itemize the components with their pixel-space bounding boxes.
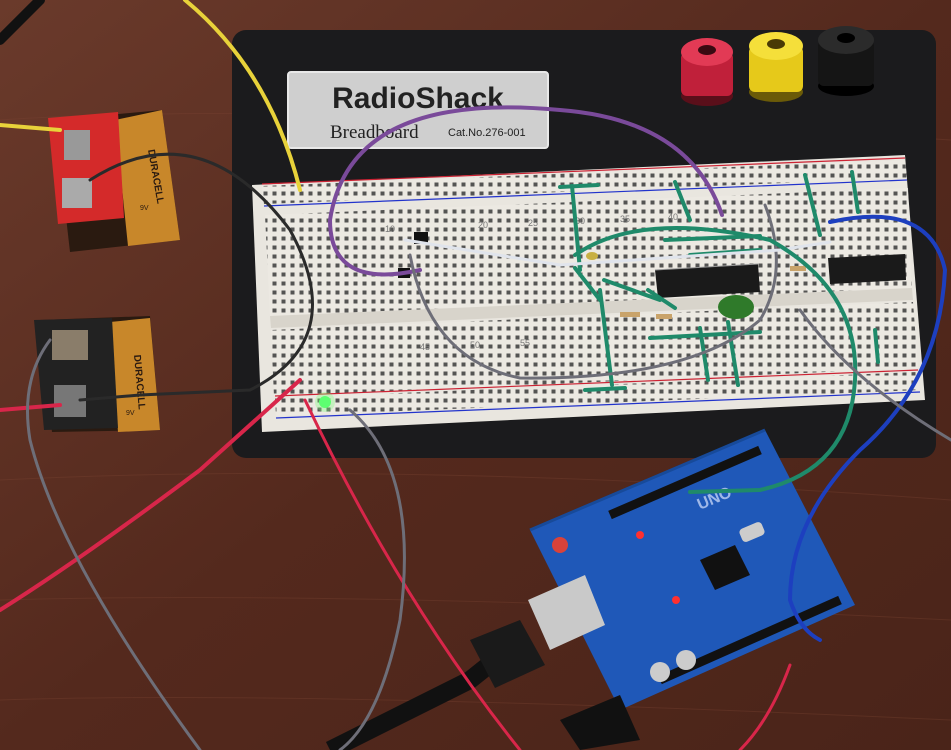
ic-chip-icon <box>828 254 906 284</box>
resistor <box>620 312 640 317</box>
gray-wire-right <box>798 308 951 442</box>
binding-post-icon <box>818 26 874 96</box>
binding-post-icon <box>749 32 803 102</box>
battery-bottom: DURACELL 9V <box>34 316 160 432</box>
green-capacitor <box>718 295 754 319</box>
row-number: 50 <box>470 340 480 350</box>
row-number: 10 <box>385 224 395 234</box>
yellow-capacitor <box>586 252 598 260</box>
gray-wire <box>408 203 778 380</box>
breadboard <box>252 155 925 432</box>
ic-chip-icon <box>700 545 750 590</box>
row-number: 45 <box>420 342 430 352</box>
red-wire-right <box>738 663 792 750</box>
resistor <box>790 266 806 271</box>
led-icon <box>319 396 331 408</box>
gray-wire-arduino <box>338 408 406 750</box>
row-number: 25 <box>528 218 538 228</box>
black-cable-top <box>0 0 45 45</box>
brand-label-plate: RadioShack Breadboard Cat.No.276-001 <box>287 71 549 149</box>
red-wire-arduino <box>303 398 522 750</box>
red-wire <box>0 378 302 612</box>
battery-voltage: 9V <box>126 410 135 417</box>
row-number: 35 <box>620 214 630 224</box>
battery-top: DURACELL 9V <box>48 110 180 252</box>
binding-posts <box>681 26 874 106</box>
green-wire <box>573 226 858 494</box>
purple-wire <box>327 105 724 277</box>
usb-plug-icon <box>325 620 545 750</box>
black-wire <box>78 152 314 402</box>
resistor <box>656 314 672 319</box>
arduino-board: UNO <box>528 428 855 750</box>
gray-wire-left <box>26 338 202 750</box>
row-numbers: 10 20 25 30 35 40 45 50 55 <box>385 212 678 352</box>
battery-voltage: 9V <box>140 205 149 212</box>
row-number: 55 <box>520 338 530 348</box>
row-number: 40 <box>668 212 678 222</box>
binding-post-icon <box>681 38 733 106</box>
catalog-label: Cat.No.276-001 <box>448 127 526 139</box>
ic-chip-icon <box>654 263 760 298</box>
row-number: 30 <box>575 216 585 226</box>
yellow-wire <box>0 0 302 192</box>
blue-wire <box>787 214 948 642</box>
white-wire <box>403 238 832 267</box>
row-number: 20 <box>478 220 488 230</box>
